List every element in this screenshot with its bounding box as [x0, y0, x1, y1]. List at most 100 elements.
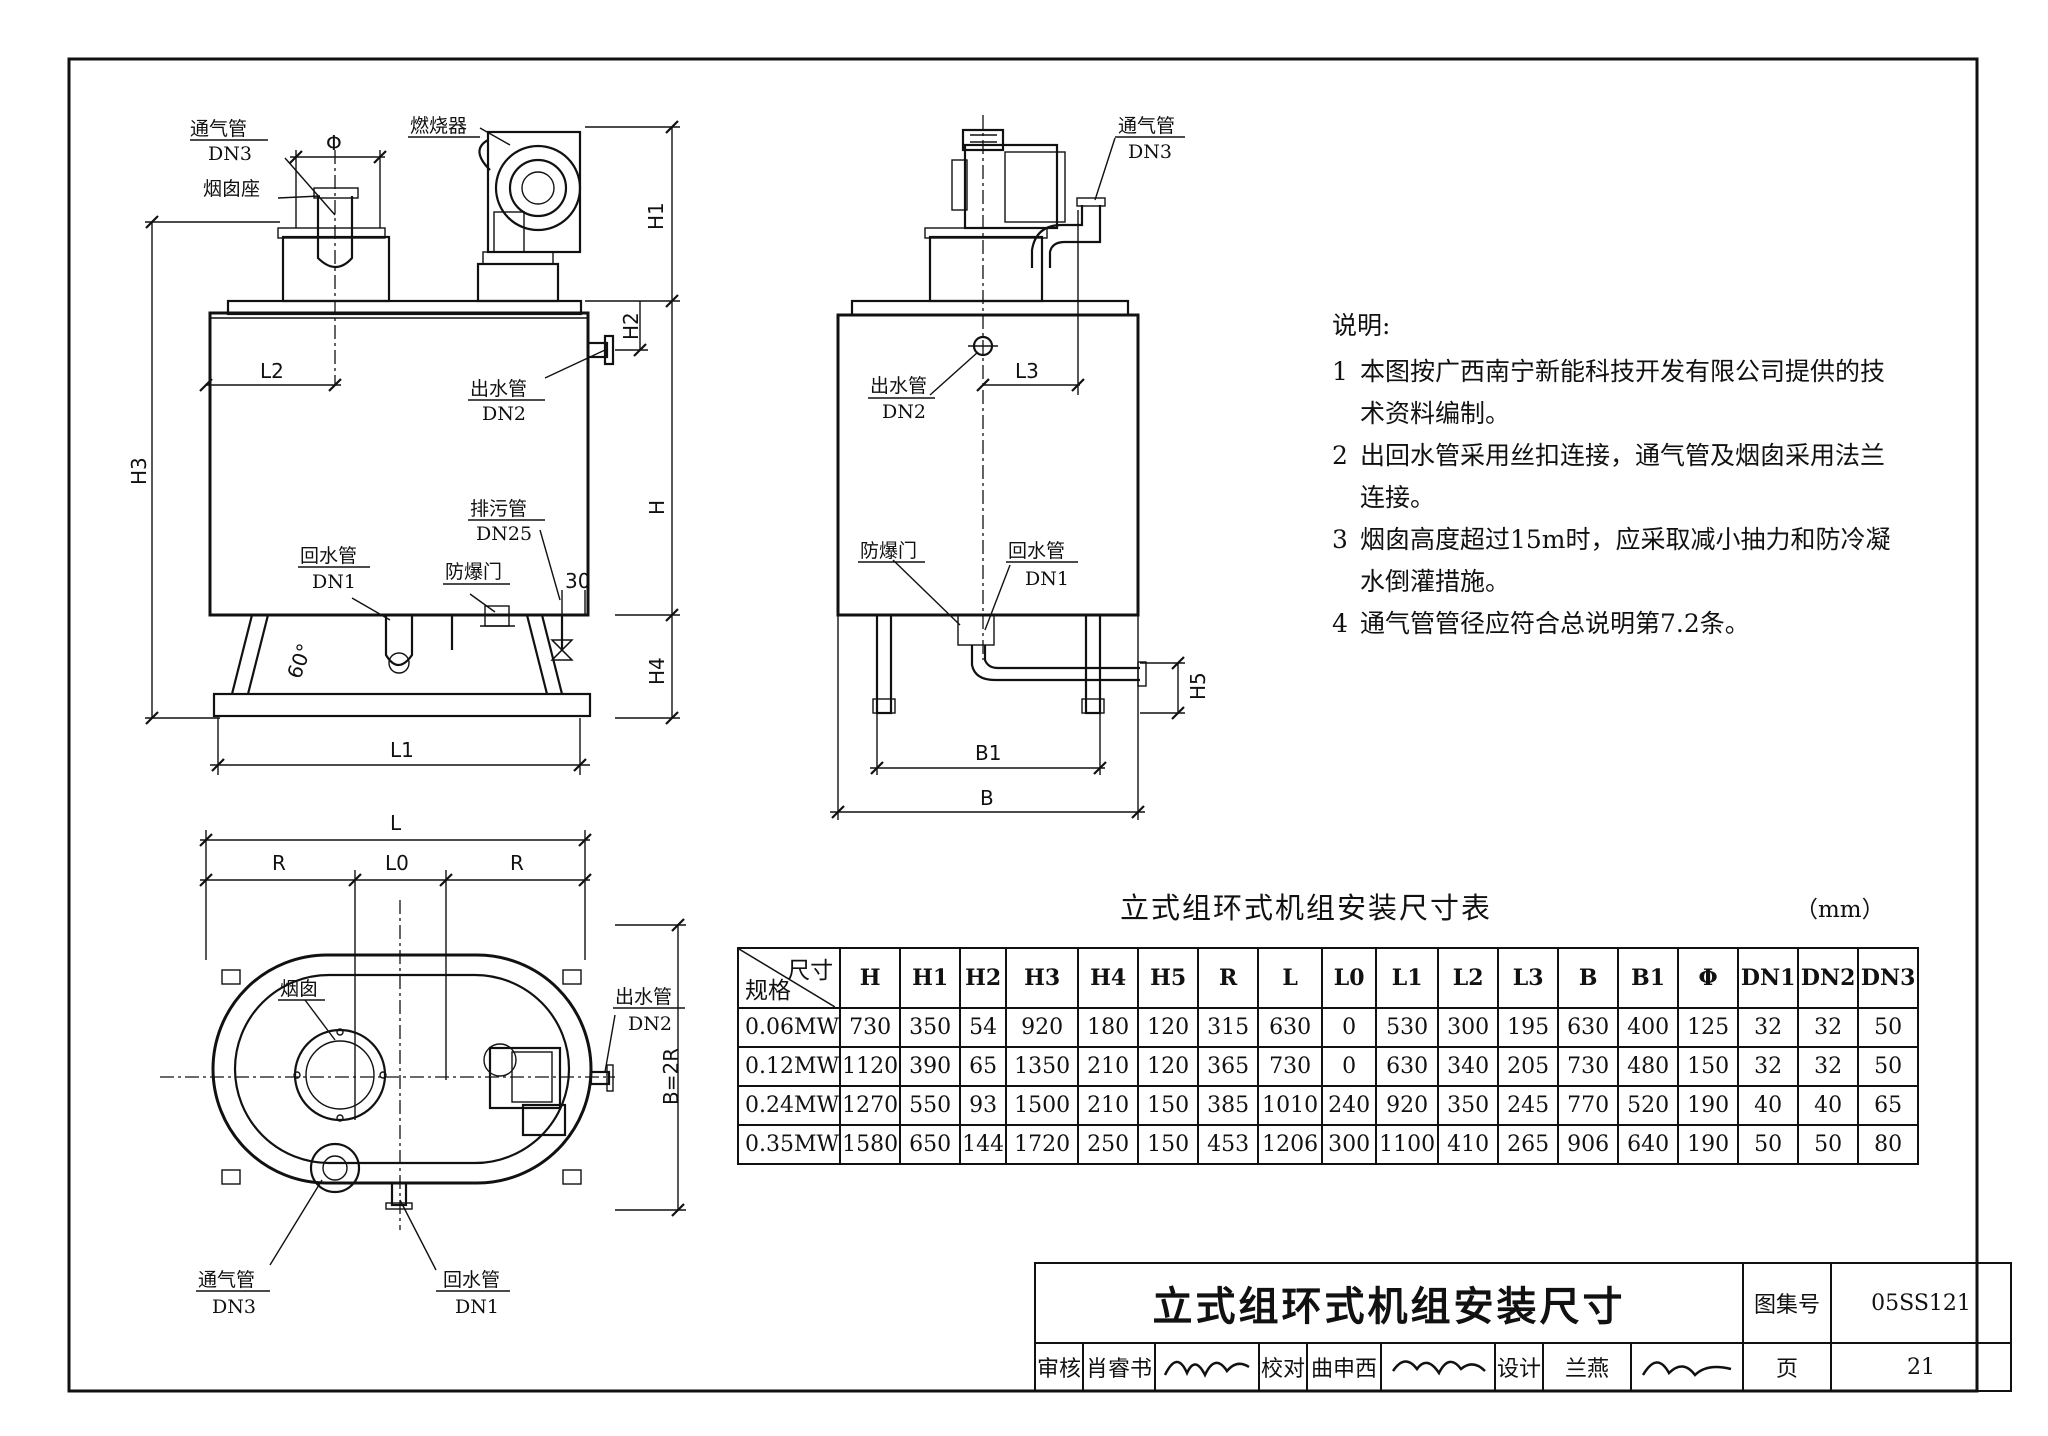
table-cell: 240 — [1321, 1085, 1378, 1126]
side-return-label: 回水管 — [1008, 540, 1065, 562]
column-header: DN2 — [1797, 947, 1860, 1009]
table-row: 0.24MW 1270 550 93 1500 210 150 385 1010… — [736, 1085, 1920, 1126]
title-block: 立式组环式机组安装尺寸 图集号 05SS121 审核 肖睿书 校对 曲申西 设计… — [1033, 1262, 2013, 1392]
column-header: L3 — [1497, 947, 1560, 1009]
table-cell: 205 — [1497, 1046, 1560, 1087]
side-dim-B: B — [980, 786, 994, 810]
front-dim-L1: L1 — [390, 738, 414, 762]
tank-base — [212, 692, 592, 718]
table-cell: 50 — [1857, 1046, 1920, 1087]
column-header: DN1 — [1737, 947, 1800, 1009]
table-title: 立式组环式机组安装尺寸表 — [1120, 891, 1493, 925]
spec-cell: 0.35MW — [736, 1124, 842, 1165]
table-cell: 770 — [1557, 1085, 1620, 1126]
side-dim-H5: H5 — [1186, 672, 1210, 700]
spec-cell: 0.06MW — [736, 1007, 842, 1048]
front-dim-H: H — [645, 500, 669, 515]
table-cell: 520 — [1617, 1085, 1680, 1126]
table-cell: 365 — [1197, 1046, 1260, 1087]
table-cell: 630 — [1257, 1007, 1324, 1048]
design-label: 设计 — [1494, 1342, 1544, 1392]
table-cell: 144 — [959, 1124, 1008, 1165]
table-cell: 32 — [1797, 1046, 1860, 1087]
table-cell: 920 — [1005, 1007, 1080, 1048]
note-number: 2 — [1332, 441, 1348, 470]
column-header: R — [1197, 947, 1260, 1009]
front-dim-H1: H1 — [644, 202, 668, 230]
table-cell: 640 — [1617, 1124, 1680, 1165]
top-chimney-label: 烟囱 — [280, 978, 318, 1000]
note-item: 1 本图按广西南宁新能科技开发有限公司提供的技术资料编制。 — [1332, 351, 1892, 435]
column-header: L1 — [1375, 947, 1440, 1009]
table-cell: 390 — [899, 1046, 962, 1087]
front-return-dn: DN1 — [312, 571, 356, 593]
designer-name: 兰燕 — [1542, 1342, 1632, 1392]
table-cell: 190 — [1677, 1085, 1740, 1126]
table-cell: 1206 — [1257, 1124, 1324, 1165]
column-header: B1 — [1617, 947, 1680, 1009]
table-cell: 400 — [1617, 1007, 1680, 1048]
note-text: 本图按广西南宁新能科技开发有限公司提供的技术资料编制。 — [1360, 357, 1886, 428]
table-cell: 350 — [1437, 1085, 1500, 1126]
top-dim-R-right: R — [510, 851, 524, 875]
table-cell: 453 — [1197, 1124, 1260, 1165]
front-burner-label: 燃烧器 — [410, 115, 467, 137]
page-label: 页 — [1742, 1342, 1833, 1392]
table-cell: 54 — [959, 1007, 1008, 1048]
front-vent-label: 通气管 — [190, 118, 247, 140]
table-cell: 906 — [1557, 1124, 1620, 1165]
atlas-number: 05SS121 — [1830, 1262, 2013, 1344]
table-cell: 120 — [1137, 1046, 1200, 1087]
note-item: 4 通气管管径应符合总说明第7.2条。 — [1332, 603, 1892, 645]
column-header: L — [1257, 947, 1324, 1009]
table-cell: 32 — [1797, 1007, 1860, 1048]
side-tank-body — [836, 313, 1140, 617]
checker-signature — [1380, 1342, 1496, 1392]
table-cell: 210 — [1077, 1085, 1140, 1126]
column-header: DN3 — [1857, 947, 1920, 1009]
table-cell: 180 — [1077, 1007, 1140, 1048]
table-cell: 65 — [1857, 1085, 1920, 1126]
table-cell: 550 — [899, 1085, 962, 1126]
note-item: 3 烟囱高度超过15m时，应采取减小抽力和防冷凝水倒灌措施。 — [1332, 519, 1892, 603]
table-cell: 650 — [899, 1124, 962, 1165]
note-number: 1 — [1332, 357, 1348, 386]
spec-cell: 0.12MW — [736, 1046, 842, 1087]
column-header: H4 — [1077, 947, 1140, 1009]
table-cell: 1720 — [1005, 1124, 1080, 1165]
top-view: L R L0 R 烟囱 出水管 DN2 B=2R 通气管 DN3 回水管 DN1 — [160, 811, 686, 1318]
top-return-label: 回水管 — [443, 1269, 500, 1291]
column-header: H1 — [899, 947, 962, 1009]
spec-cell: 0.24MW — [736, 1085, 842, 1126]
table-cell: 410 — [1437, 1124, 1500, 1165]
sheet-border — [67, 57, 1979, 1393]
reviewer-name: 肖睿书 — [1082, 1342, 1156, 1392]
chimney-seat — [281, 235, 391, 303]
front-outlet-dn: DN2 — [482, 403, 526, 425]
column-header: H5 — [1137, 947, 1200, 1009]
front-angle-label: 60° — [282, 640, 317, 682]
table-cell: 80 — [1857, 1124, 1920, 1165]
note-number: 4 — [1332, 609, 1348, 638]
note-text: 烟囱高度超过15m时，应采取减小抽力和防冷凝水倒灌措施。 — [1360, 525, 1891, 596]
front-chimney-seat-label: 烟囱座 — [203, 178, 260, 200]
front-return-label: 回水管 — [300, 545, 357, 567]
notes-section: 说明: 1 本图按广西南宁新能科技开发有限公司提供的技术资料编制。 2 出回水管… — [1332, 305, 1892, 645]
table-header-row: 尺寸 规格 H H1 H2 H3 H4 H5 R L L0 L1 L2 L3 B… — [736, 947, 1920, 1009]
table-cell: 340 — [1437, 1046, 1500, 1087]
table-cell: 0 — [1321, 1046, 1378, 1087]
table-cell: 50 — [1737, 1124, 1800, 1165]
table-corner-cell: 尺寸 规格 — [736, 947, 842, 1009]
page-number: 21 — [1830, 1342, 2013, 1392]
front-vent-dn: DN3 — [208, 143, 252, 165]
front-outlet-label: 出水管 — [470, 378, 527, 400]
column-header: B — [1557, 947, 1620, 1009]
table-cell: 350 — [899, 1007, 962, 1048]
top-outer-shell — [211, 953, 593, 1185]
table-cell: 730 — [1257, 1046, 1324, 1087]
front-view: 通气管 DN3 Φ 烟囱座 燃烧器 出水管 DN2 排污管 DN25 回水管 D… — [127, 115, 680, 775]
front-dim-30: 30 — [565, 569, 590, 593]
table-cell: 150 — [1677, 1046, 1740, 1087]
table-cell: 120 — [1137, 1007, 1200, 1048]
